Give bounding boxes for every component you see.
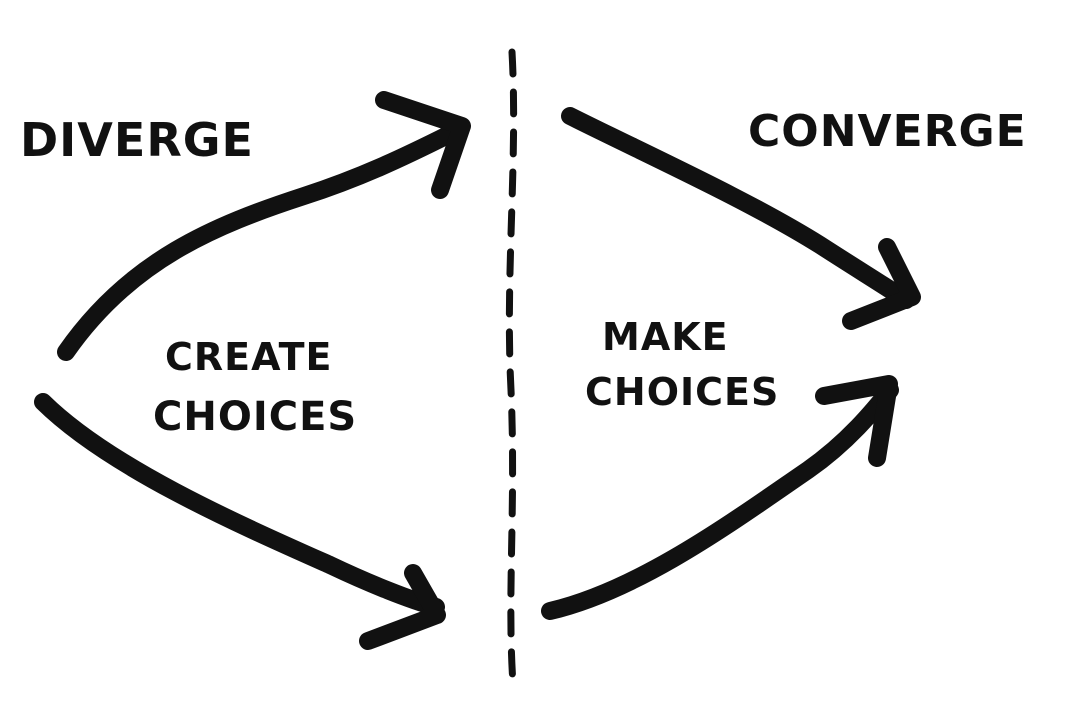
make-choices-line-1: MAKE: [602, 315, 729, 359]
converge-title: CONVERGE: [748, 106, 1027, 157]
diverge-title: DIVERGE: [20, 113, 254, 167]
upper-converge-arrow-head: [842, 238, 921, 330]
make-choices-line-2: CHOICES: [585, 370, 779, 414]
lower-diverge-arrow-shaft: [34, 393, 445, 616]
create-choices-line-2: CHOICES: [153, 394, 357, 440]
lower-diverge-arrow-head: [359, 564, 446, 650]
create-choices-line-1: CREATE: [165, 335, 332, 379]
upper-diverge-arrow-head: [375, 91, 471, 199]
upper-converge-arrow-shaft: [561, 107, 915, 309]
center-dashed-divider: [505, 48, 518, 688]
lower-converge-arrow-shaft: [541, 381, 899, 620]
lower-converge-arrow-head: [815, 375, 898, 467]
upper-diverge-arrow-shaft: [57, 125, 459, 361]
